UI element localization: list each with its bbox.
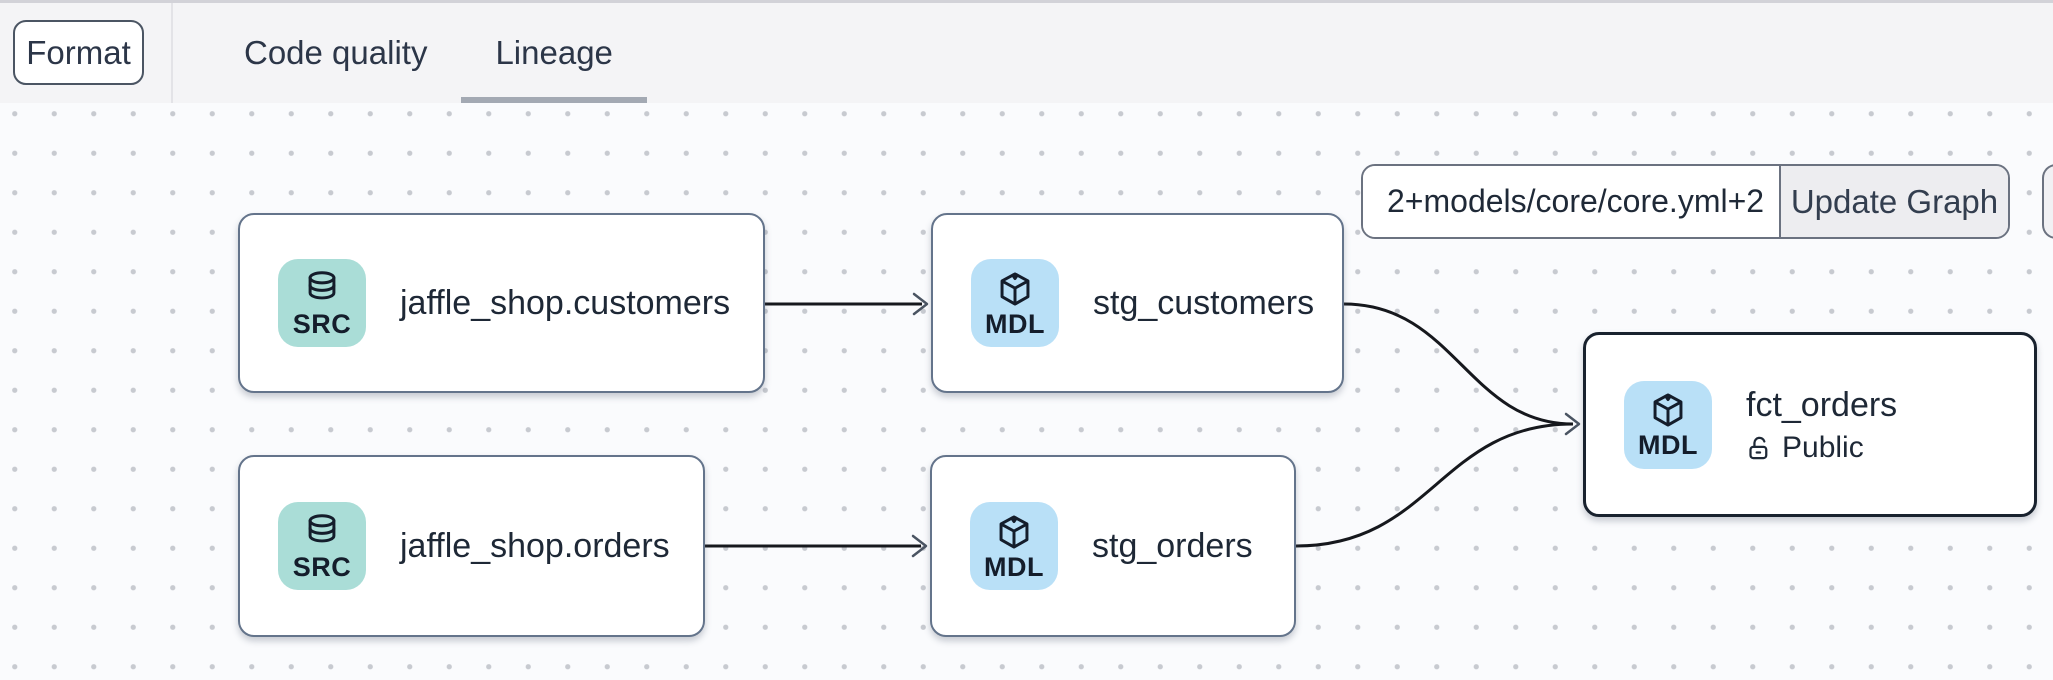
model-badge: MDL bbox=[970, 502, 1058, 590]
node-fct-orders[interactable]: MDL fct_orders Public bbox=[1583, 332, 2037, 517]
node-stg-orders[interactable]: MDL stg_orders bbox=[930, 455, 1296, 637]
update-graph-button[interactable]: Update Graph bbox=[1779, 166, 2008, 237]
format-button[interactable]: Format bbox=[13, 20, 144, 85]
toolbar-divider bbox=[171, 3, 173, 103]
model-badge: MDL bbox=[1624, 380, 1712, 469]
node-stg-customers[interactable]: MDL stg_customers bbox=[931, 213, 1344, 393]
node-title: stg_customers bbox=[1093, 283, 1315, 322]
top-toolbar: Format Code quality Lineage bbox=[0, 0, 2053, 103]
cube-icon bbox=[1653, 393, 1683, 427]
access-row: Public bbox=[1746, 431, 1897, 465]
node-jaffle-shop-customers[interactable]: SRC jaffle_shop.customers bbox=[238, 213, 765, 393]
cube-icon bbox=[999, 515, 1029, 549]
database-icon bbox=[308, 271, 336, 300]
node-jaffle-shop-orders[interactable]: SRC jaffle_shop.orders bbox=[238, 455, 705, 637]
model-badge: MDL bbox=[971, 259, 1059, 347]
tab-code-quality[interactable]: Code quality bbox=[244, 34, 428, 71]
database-icon bbox=[308, 514, 336, 543]
tab-bar: Code quality Lineage bbox=[210, 3, 648, 103]
unlock-icon bbox=[1749, 436, 1768, 459]
node-title: stg_orders bbox=[1092, 526, 1253, 565]
source-badge: SRC bbox=[278, 259, 366, 347]
access-label: Public bbox=[1782, 431, 1864, 464]
tab-lineage[interactable]: Lineage bbox=[461, 3, 648, 103]
badge-label: SRC bbox=[292, 551, 352, 582]
badge-label: MDL bbox=[985, 308, 1045, 339]
node-title: jaffle_shop.orders bbox=[400, 526, 670, 565]
source-badge: SRC bbox=[278, 502, 366, 590]
partial-button-right-edge[interactable] bbox=[2042, 164, 2053, 239]
cube-icon bbox=[1000, 272, 1030, 306]
badge-label: MDL bbox=[984, 551, 1044, 582]
badge-label: MDL bbox=[1638, 430, 1698, 461]
badge-label: SRC bbox=[292, 308, 352, 339]
graph-filter-control: Update Graph bbox=[1361, 164, 2010, 239]
node-title: fct_orders bbox=[1746, 386, 1898, 424]
node-title: jaffle_shop.customers bbox=[400, 283, 731, 322]
model-selector-input[interactable] bbox=[1363, 166, 1779, 237]
